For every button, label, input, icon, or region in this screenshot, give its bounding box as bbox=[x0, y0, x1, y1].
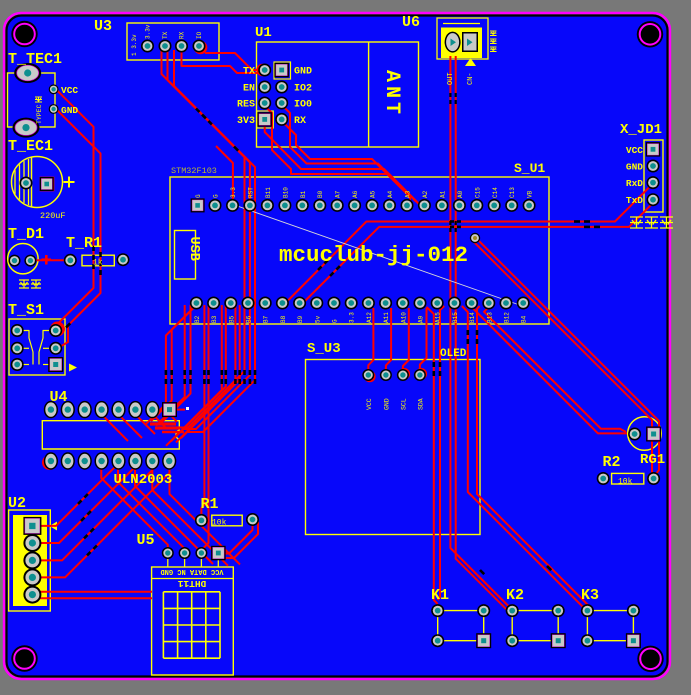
svg-text:B7: B7 bbox=[263, 315, 270, 323]
svg-text:GND: GND bbox=[61, 105, 78, 116]
svg-text:R2: R2 bbox=[603, 454, 621, 471]
svg-text:VCC DATA NC GND: VCC DATA NC GND bbox=[160, 567, 223, 575]
svg-text:U6: U6 bbox=[402, 14, 420, 31]
svg-text:R1: R1 bbox=[201, 496, 219, 513]
svg-text:RG1: RG1 bbox=[640, 452, 665, 468]
svg-text:1 3.3v: 1 3.3v bbox=[131, 34, 138, 56]
svg-text:G: G bbox=[332, 319, 339, 323]
svg-text:T_S1: T_S1 bbox=[8, 302, 44, 319]
svg-text:5v: 5v bbox=[314, 315, 321, 323]
svg-text:RX: RX bbox=[294, 116, 306, 127]
svg-text:U5: U5 bbox=[137, 532, 155, 549]
svg-text:3.3v: 3.3v bbox=[145, 24, 152, 39]
svg-text:C13: C13 bbox=[509, 187, 516, 198]
svg-text:S_U1: S_U1 bbox=[514, 161, 545, 176]
svg-text:T_D1: T_D1 bbox=[8, 226, 44, 243]
svg-text:10k: 10k bbox=[618, 478, 633, 487]
svg-text:CN-: CN- bbox=[467, 72, 475, 85]
svg-text:VCC: VCC bbox=[61, 85, 78, 96]
svg-text:G: G bbox=[195, 194, 202, 198]
svg-text:GND: GND bbox=[294, 67, 312, 78]
svg-text:SCL: SCL bbox=[400, 398, 407, 410]
svg-text:A12: A12 bbox=[366, 312, 373, 323]
svg-text:TYPEC: TYPEC bbox=[36, 104, 43, 124]
svg-text:VB: VB bbox=[527, 190, 534, 198]
svg-text:VCC: VCC bbox=[366, 398, 373, 410]
svg-text:S_U3: S_U3 bbox=[307, 341, 341, 357]
svg-text:U4: U4 bbox=[50, 389, 68, 406]
svg-text:TX: TX bbox=[243, 67, 255, 78]
svg-text:B12: B12 bbox=[504, 312, 511, 323]
svg-text:B0: B0 bbox=[317, 190, 324, 198]
svg-text:B9: B9 bbox=[297, 315, 304, 323]
svg-text:OUT: OUT bbox=[447, 72, 455, 85]
svg-text:EN: EN bbox=[243, 84, 255, 95]
svg-text:B8: B8 bbox=[280, 315, 287, 323]
svg-text:10k: 10k bbox=[212, 519, 227, 528]
svg-text:IO: IO bbox=[196, 31, 203, 39]
svg-text:B13: B13 bbox=[486, 312, 493, 323]
svg-text:A0: A0 bbox=[457, 190, 464, 198]
svg-text:A7: A7 bbox=[335, 190, 342, 198]
svg-text:220uF: 220uF bbox=[40, 211, 66, 221]
svg-text:U1: U1 bbox=[255, 25, 272, 41]
svg-text:U3: U3 bbox=[94, 18, 112, 35]
svg-text:T_R1: T_R1 bbox=[66, 235, 102, 252]
svg-text:3.3: 3.3 bbox=[349, 312, 356, 323]
svg-text:A9: A9 bbox=[418, 315, 425, 323]
svg-text:B15: B15 bbox=[452, 312, 459, 323]
svg-text:B4: B4 bbox=[521, 315, 528, 323]
svg-text:A5: A5 bbox=[370, 190, 377, 198]
svg-text:VCC: VCC bbox=[626, 145, 643, 156]
svg-text:RES: RES bbox=[237, 100, 255, 111]
svg-text:A11: A11 bbox=[383, 312, 390, 323]
svg-text:ULN2003: ULN2003 bbox=[114, 472, 173, 488]
svg-text:IO2: IO2 bbox=[294, 84, 312, 95]
svg-text:B3: B3 bbox=[211, 315, 218, 323]
svg-text:G: G bbox=[213, 194, 220, 198]
svg-text:K3: K3 bbox=[581, 587, 599, 604]
svg-text:DHT11: DHT11 bbox=[177, 578, 206, 589]
svg-text:USB: USB bbox=[186, 237, 201, 261]
svg-text:A4: A4 bbox=[387, 190, 394, 198]
svg-text:ANT: ANT bbox=[380, 70, 403, 118]
svg-text:K1: K1 bbox=[431, 587, 449, 604]
svg-text:1k: 1k bbox=[93, 259, 103, 268]
svg-text:3V3: 3V3 bbox=[237, 116, 255, 127]
svg-text:U2: U2 bbox=[8, 495, 26, 512]
svg-text:B1: B1 bbox=[300, 190, 307, 198]
svg-text:STM32F103: STM32F103 bbox=[171, 166, 217, 176]
svg-text:OLED: OLED bbox=[440, 348, 467, 360]
svg-text:mcuclub-jj-012: mcuclub-jj-012 bbox=[279, 242, 468, 268]
svg-text:RxD: RxD bbox=[626, 178, 643, 189]
svg-text:T_EC1: T_EC1 bbox=[8, 138, 53, 155]
svg-text:IO0: IO0 bbox=[294, 100, 312, 111]
svg-text:B5: B5 bbox=[228, 315, 235, 323]
svg-text:A1: A1 bbox=[439, 190, 446, 198]
svg-text:B14: B14 bbox=[469, 312, 476, 323]
svg-text:C15: C15 bbox=[474, 187, 481, 198]
svg-text:GND: GND bbox=[626, 162, 643, 173]
svg-text:RST: RST bbox=[247, 187, 254, 198]
svg-text:A15: A15 bbox=[435, 312, 442, 323]
svg-text:B6: B6 bbox=[246, 315, 253, 323]
svg-text:B10: B10 bbox=[282, 187, 289, 198]
svg-text:X_JD1: X_JD1 bbox=[620, 122, 662, 138]
svg-text:RX: RX bbox=[179, 31, 186, 39]
svg-text:K2: K2 bbox=[506, 587, 524, 604]
svg-text:TxD: TxD bbox=[626, 195, 643, 206]
svg-text:3.3: 3.3 bbox=[230, 187, 237, 198]
svg-text:C14: C14 bbox=[492, 187, 499, 198]
svg-text:A10: A10 bbox=[400, 312, 407, 323]
svg-text:GND: GND bbox=[383, 398, 390, 410]
svg-text:A3: A3 bbox=[405, 190, 412, 198]
svg-text:A2: A2 bbox=[422, 190, 429, 198]
svg-text:TX: TX bbox=[162, 31, 169, 39]
svg-text:SDA: SDA bbox=[417, 398, 424, 410]
svg-text:B2: B2 bbox=[194, 315, 201, 323]
svg-text:T_TEC1: T_TEC1 bbox=[8, 51, 62, 68]
svg-text:B11: B11 bbox=[265, 187, 272, 198]
svg-text:A6: A6 bbox=[352, 190, 359, 198]
